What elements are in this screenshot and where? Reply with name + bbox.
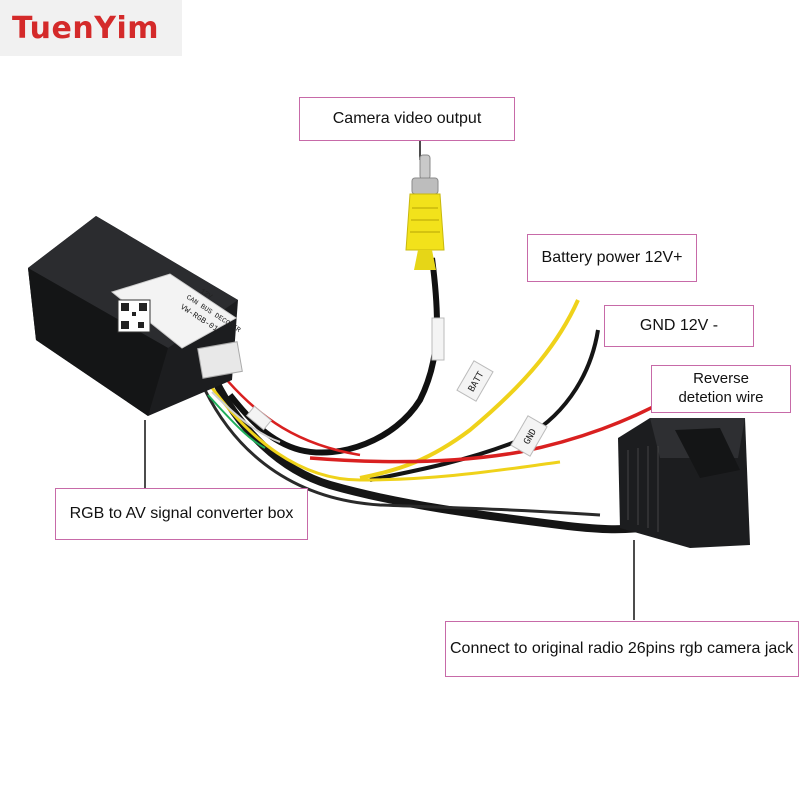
brand-name: TuenYim — [12, 10, 159, 46]
converter-box — [28, 216, 243, 416]
label-reverse-detection: Reverse detetion wire — [651, 365, 791, 413]
box-white-plug — [197, 341, 243, 379]
label-battery-power: Battery power 12V+ — [527, 234, 697, 282]
harness-red — [219, 371, 361, 457]
radio-connector — [618, 418, 750, 548]
harness-tag — [246, 405, 272, 431]
gnd-tag — [510, 415, 548, 457]
battery-wire — [359, 299, 580, 480]
label-connect-radio: Connect to original radio 26pins rgb cam… — [445, 621, 799, 677]
label-converter-box: RGB to AV signal converter box — [55, 488, 308, 540]
harness-green — [207, 394, 266, 449]
rca-tag — [431, 317, 445, 361]
label-camera-video-output: Camera video output — [299, 97, 515, 141]
device-sticker — [110, 273, 237, 349]
rca-collar — [411, 177, 439, 195]
harness-white — [211, 391, 281, 443]
harness-black — [203, 389, 601, 517]
label-gnd: GND 12V - — [604, 305, 754, 347]
harness-yellow — [208, 384, 561, 482]
main-harness — [211, 378, 641, 534]
batt-tag — [456, 360, 494, 402]
rca-yellow-plug — [405, 193, 445, 251]
rca-strain-relief — [414, 250, 436, 270]
rca-pin — [419, 154, 431, 180]
brand-logo: TuenYim — [0, 0, 182, 56]
reverse-wire — [309, 398, 667, 464]
